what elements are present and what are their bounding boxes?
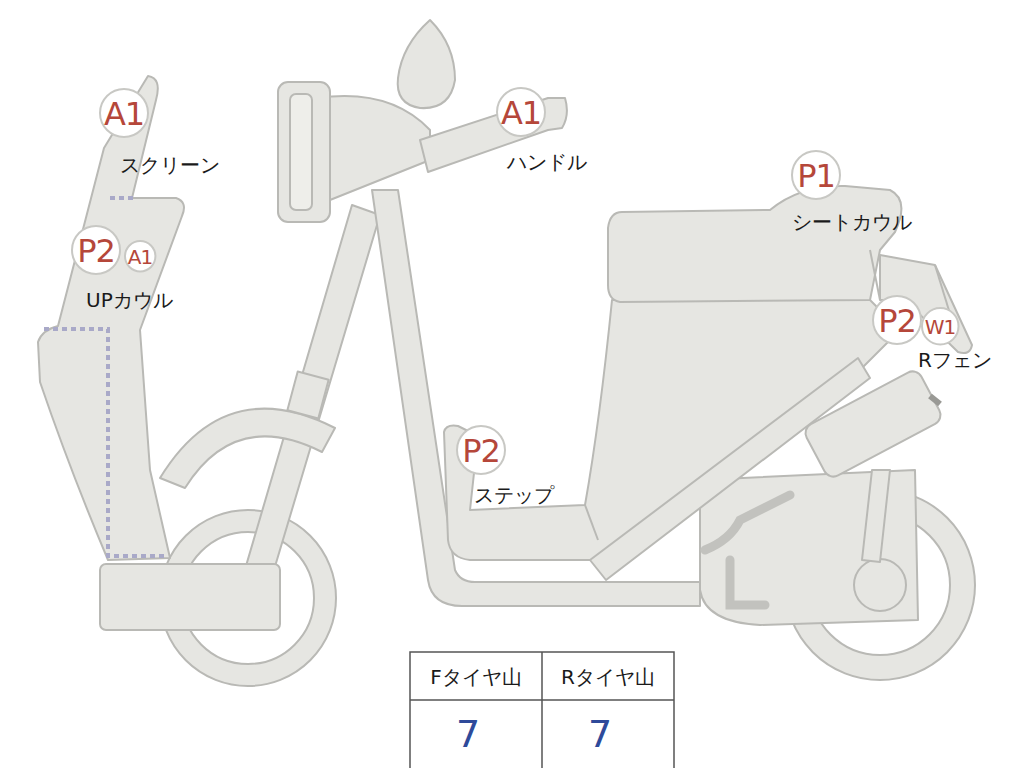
table-header: Rタイヤ山 [561,667,655,687]
headlight [278,82,330,222]
headlight-lens [290,94,312,210]
callout-badge: W1 [921,307,960,346]
callout-code: A1 [104,98,144,130]
engine-block [700,470,918,625]
section-lines [44,198,168,556]
front-shield [38,76,184,560]
badge-outline [100,89,148,137]
mirror [398,20,455,108]
callout-code: A1 [501,97,541,129]
callout-badge: P1シートカウル [791,150,841,200]
part-name: スクリーン [120,155,220,175]
rear-shock [862,470,890,562]
part-name: ステップ [474,485,554,505]
frame-joint [287,372,328,419]
front-cover [100,564,280,630]
callout-badge: P2ステップ [456,425,506,475]
table-rule [541,652,543,768]
tread-table [410,652,674,768]
table-value: 7 [588,715,612,753]
badge-outline [72,226,120,274]
seat-seam [870,250,880,300]
badge-outline [792,151,840,199]
callout-badge: A1ハンドル [496,87,546,137]
section-line [44,329,168,556]
callout-code: W1 [925,317,956,337]
callout-badge: A1スクリーン [99,88,149,138]
table-value: 7 [456,715,480,753]
callout-code: P2 [878,305,916,337]
badge-outline [922,308,959,345]
callout-badge: P2UPカウル [71,225,121,275]
step-seam [585,505,598,540]
exhaust-pipe [705,495,790,605]
callout-code: P1 [797,160,835,192]
part-name: ハンドル [507,152,587,172]
callout-code: P2 [77,235,115,267]
scooter-body [38,20,975,686]
seat [608,186,901,302]
table-frame [410,652,674,768]
callout-badge: P2Rフェン [872,295,922,345]
callout-badge: A1 [124,240,156,272]
muffler [802,368,944,480]
badge-outline [873,296,921,344]
callout-code: P2 [462,435,500,467]
part-name: シートカウル [792,212,912,232]
badge-outline [125,241,155,271]
rear-hub [854,559,906,611]
callout-code: A1 [128,247,152,267]
part-name: Rフェン [918,350,992,370]
section-line [110,196,135,200]
badge-outline [497,88,545,136]
badge-outline [457,426,505,474]
muffler-tip [930,396,940,404]
table-header: Fタイヤ山 [430,667,522,687]
part-name: UPカウル [86,290,173,310]
front-fork [236,205,380,610]
front-fender [160,409,335,488]
